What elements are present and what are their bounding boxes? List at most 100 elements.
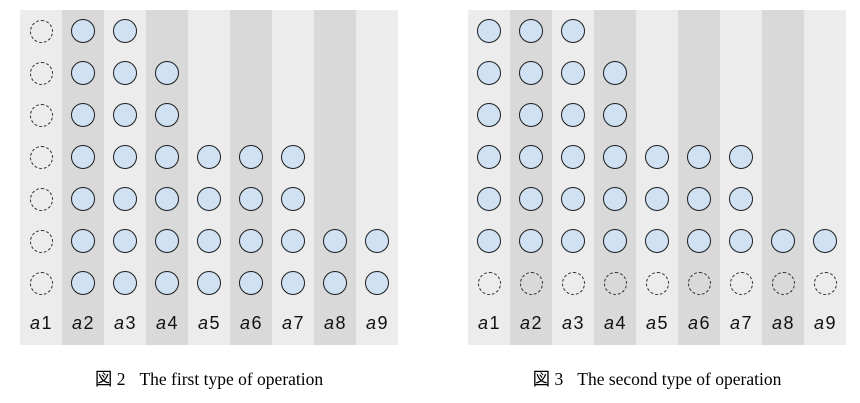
token-circle [645, 187, 669, 211]
token-circle [197, 145, 221, 169]
grid-cell-a7-row2 [720, 52, 762, 94]
grid-cell-a1-row4 [20, 136, 62, 178]
grid-cell-a4-row7 [594, 262, 636, 304]
token-circle [71, 187, 95, 211]
token-circle [477, 19, 501, 43]
grid-cell-a3-row3 [552, 94, 594, 136]
token-circle [561, 103, 585, 127]
token-circle [561, 61, 585, 85]
grid-cell-a5-row6 [188, 220, 230, 262]
grid-cell-a1-row1 [468, 10, 510, 52]
grid-cell-a4-row3 [594, 94, 636, 136]
grid-cell-a4-row7 [146, 262, 188, 304]
token-circle [71, 229, 95, 253]
figure-2-caption-text: The first type of operation [139, 369, 324, 389]
grid-cell-a1-row5 [20, 178, 62, 220]
grid-cell-a7-row5 [272, 178, 314, 220]
grid-cell-a2-row6 [510, 220, 552, 262]
grid-cell-a3-row5 [104, 178, 146, 220]
token-circle [197, 229, 221, 253]
token-circle [155, 271, 179, 295]
grid-cell-a7-row3 [720, 94, 762, 136]
token-circle [477, 103, 501, 127]
dashed-circle [29, 103, 53, 127]
dashed-circle [29, 61, 53, 85]
token-circle [603, 145, 627, 169]
dashed-circle [29, 271, 53, 295]
token-circle [477, 145, 501, 169]
grid-cell-a8-row4 [762, 136, 804, 178]
grid-cell-a1-row3 [20, 94, 62, 136]
token-circle [645, 145, 669, 169]
grid-cell-a6-row5 [230, 178, 272, 220]
grid-cell-a7-row4 [720, 136, 762, 178]
token-circle [71, 61, 95, 85]
grid-cell-a2-row4 [62, 136, 104, 178]
grid-cell-a7-row6 [720, 220, 762, 262]
token-circle [239, 145, 263, 169]
token-circle [477, 187, 501, 211]
grid-cell-a4-row6 [594, 220, 636, 262]
figure-3-caption-text: The second type of operation [577, 369, 782, 389]
token-circle [155, 187, 179, 211]
grid-cell-a6-row7 [230, 262, 272, 304]
token-circle [603, 103, 627, 127]
grid-cell-a2-row3 [62, 94, 104, 136]
token-circle [281, 145, 305, 169]
grid-cell-a6-row2 [678, 52, 720, 94]
grid-cell-a9-row3 [804, 94, 846, 136]
grid-cell-a6-row7 [678, 262, 720, 304]
grid-cell-a8-row1 [762, 10, 804, 52]
grid-cell-a2-row7 [510, 262, 552, 304]
grid-cell-a4-row4 [146, 136, 188, 178]
token-circle [113, 145, 137, 169]
grid-cell-a8-row3 [314, 94, 356, 136]
grid-cell-a1-row7 [468, 262, 510, 304]
grid-cell-a8-row3 [762, 94, 804, 136]
token-circle [603, 229, 627, 253]
grid-cell-a8-row7 [314, 262, 356, 304]
token-circle [519, 145, 543, 169]
token-circle [561, 229, 585, 253]
token-circle [519, 187, 543, 211]
grid-cell-a6-row4 [230, 136, 272, 178]
grid-cell-a7-row2 [272, 52, 314, 94]
grid-cell-a4-row4 [594, 136, 636, 178]
token-circle [71, 145, 95, 169]
grid-cell-a9-row6 [804, 220, 846, 262]
grid-cell-a3-row2 [552, 52, 594, 94]
token-circle [281, 187, 305, 211]
grid-cell-a8-row5 [762, 178, 804, 220]
grid-cell-a2-row7 [62, 262, 104, 304]
grid-cell-a6-row4 [678, 136, 720, 178]
grid-cell-a4-row2 [594, 52, 636, 94]
token-circle [197, 271, 221, 295]
grid-cell-a2-row4 [510, 136, 552, 178]
grid-cell-a8-row4 [314, 136, 356, 178]
grid-cell-a1-row5 [468, 178, 510, 220]
grid-cell-a3-row4 [104, 136, 146, 178]
grid-cell-a8-row5 [314, 178, 356, 220]
token-circle [813, 229, 837, 253]
token-circle [687, 145, 711, 169]
grid-cell-a6-row3 [678, 94, 720, 136]
grid-cell-a3-row3 [104, 94, 146, 136]
grid-cell-a5-row3 [636, 94, 678, 136]
token-circle [729, 187, 753, 211]
grid-cell-a1-row2 [20, 52, 62, 94]
grid-cell-a3-row6 [104, 220, 146, 262]
token-circle [603, 61, 627, 85]
grid-cell-a2-row6 [62, 220, 104, 262]
token-circle [71, 271, 95, 295]
